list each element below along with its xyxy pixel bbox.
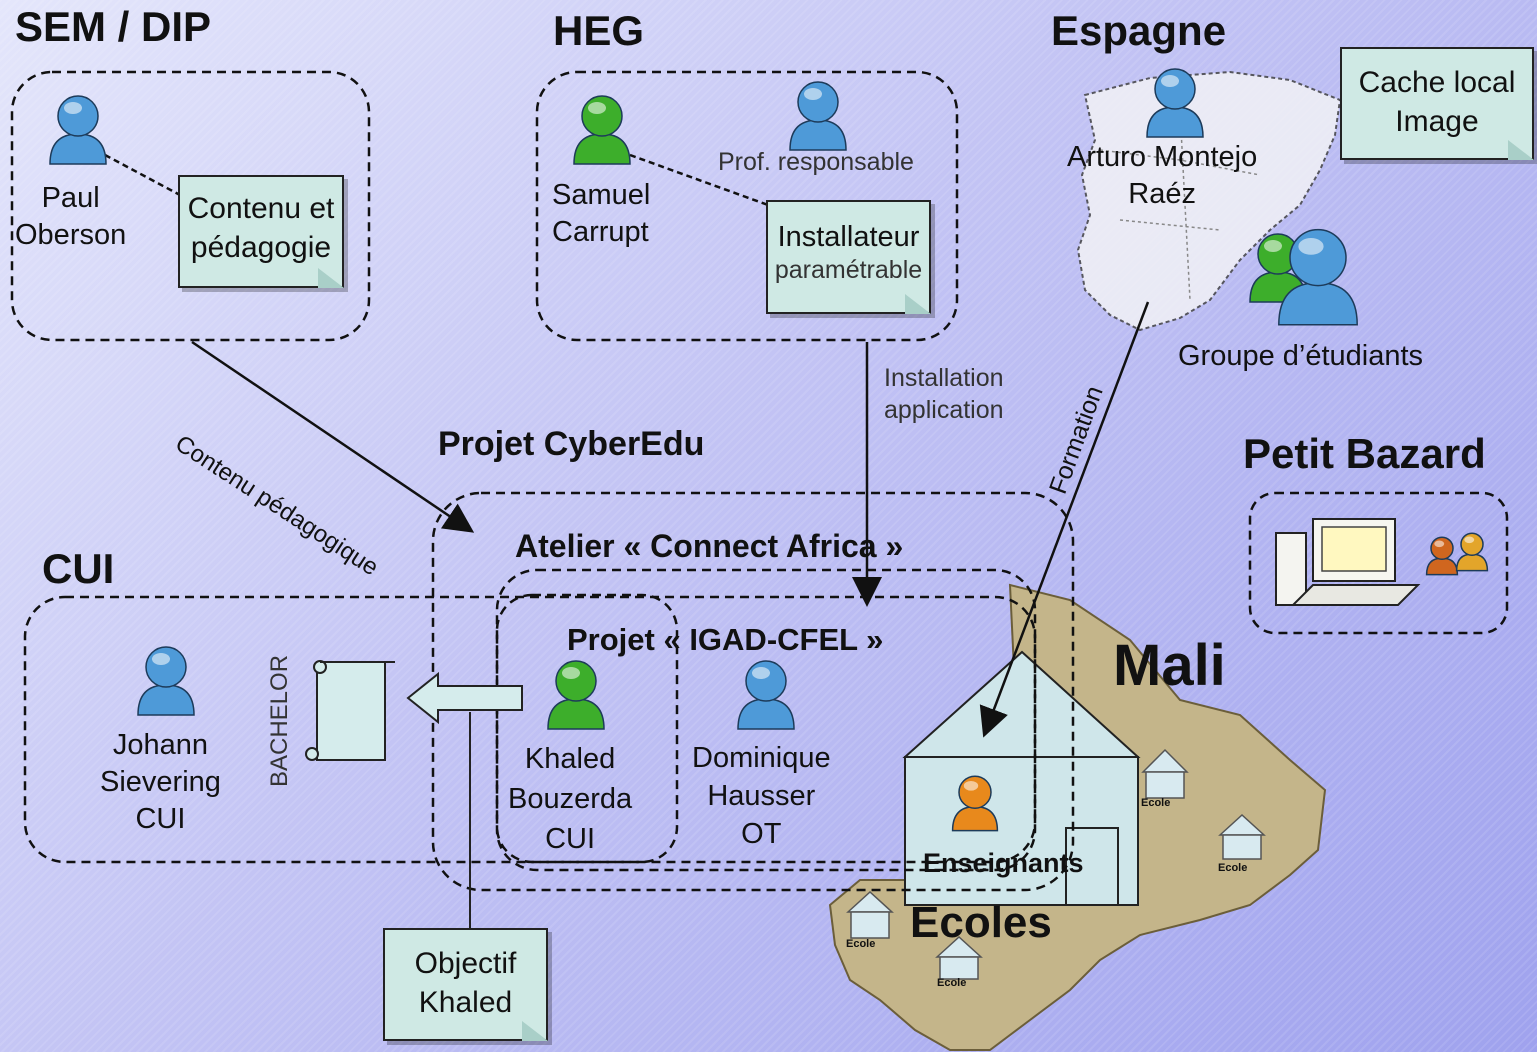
heading-heg: HEG	[553, 7, 645, 54]
school-house-icon	[902, 650, 1141, 906]
enseignants-label: Enseignants	[923, 848, 1084, 878]
ecole-label: Ecole	[846, 938, 876, 950]
prof-role-label: Prof. responsable	[718, 148, 914, 176]
note-cache: Cache local Image	[1340, 47, 1534, 160]
person-enseignant-icon	[951, 775, 999, 832]
person-paul-icon	[49, 95, 107, 165]
box-heg	[535, 70, 959, 342]
heading-projet-igad: Projet « IGAD-CFEL »	[567, 622, 884, 657]
box-igad-inner	[495, 593, 679, 864]
ecole-label: Ecole	[1141, 797, 1171, 809]
arrow-formation	[979, 301, 1150, 738]
heading-cui: CUI	[42, 545, 115, 592]
note-objectif: Objectif Khaled	[383, 928, 548, 1041]
computer-icon	[1275, 518, 1421, 606]
person-bazard-b-icon	[1455, 532, 1489, 572]
spain-map	[1076, 70, 1342, 332]
bachelor-arrow	[406, 671, 523, 725]
note-installateur: Installateur paramétrable	[766, 200, 931, 314]
heading-espagne: Espagne	[1051, 7, 1227, 54]
arrow-contenu	[191, 340, 475, 533]
ecole-label: Ecole	[1218, 862, 1248, 874]
person-group-large-icon	[1278, 228, 1358, 326]
box-cyberedu	[431, 491, 1075, 892]
heading-petit-bazard: Petit Bazard	[1243, 430, 1486, 477]
person-dominique-icon	[737, 660, 795, 730]
person-dominique-label: Dominique Hausser OT	[692, 742, 831, 850]
person-arturo-icon	[1146, 68, 1204, 138]
heading-projet-cyberedu: Projet CyberEdu	[438, 425, 705, 463]
box-cui	[23, 595, 1037, 864]
person-bazard-a-icon	[1425, 536, 1459, 576]
person-arturo-label: Arturo Montejo Raéz	[1067, 141, 1258, 210]
person-prof-icon	[789, 81, 847, 151]
ecole-label: Ecole	[937, 977, 967, 989]
person-johann-label: Johann Sievering CUI	[100, 729, 221, 835]
bachelor-label: BACHELOR	[266, 654, 293, 787]
heading-sem-dip: SEM / DIP	[15, 3, 212, 50]
ecole-house-icon	[846, 748, 1266, 980]
box-sem-dip	[10, 70, 371, 342]
diploma-scroll-icon	[305, 660, 395, 761]
person-group-small-icon	[1249, 233, 1307, 303]
person-khaled-icon	[547, 660, 605, 730]
group-students-label: Groupe d’étudiants	[1178, 340, 1424, 372]
heading-mali: Mali	[1113, 633, 1226, 698]
person-samuel-label: Samuel Carrupt	[552, 179, 651, 248]
person-khaled-label: Khaled Bouzerda CUI	[508, 743, 633, 855]
box-igad	[495, 568, 1037, 872]
heading-atelier: Atelier « Connect Africa »	[515, 528, 904, 564]
person-paul-label: Paul Oberson	[15, 182, 127, 251]
box-petit-bazard	[1248, 491, 1509, 635]
person-johann-icon	[137, 646, 195, 716]
note-contenu: Contenu et pédagogie	[178, 175, 344, 288]
person-samuel-icon	[573, 95, 631, 165]
note-installateur-title: Installateur	[777, 221, 920, 253]
note-installateur-sub: paramétrable	[774, 256, 923, 284]
heading-ecoles: Ecoles	[910, 898, 1052, 947]
arrow-label-installation: Installation application	[884, 364, 1004, 424]
